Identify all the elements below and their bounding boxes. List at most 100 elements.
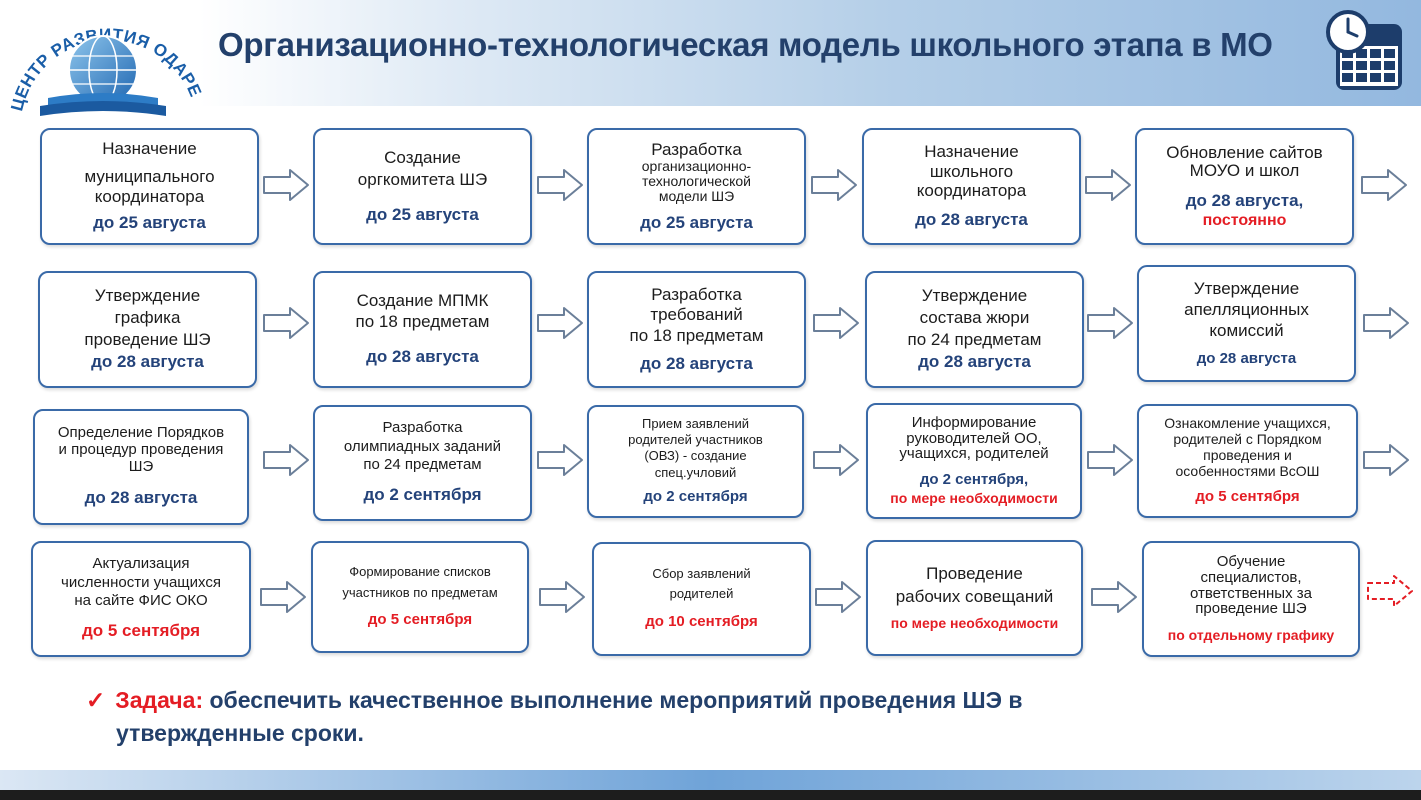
calendar-clock-icon <box>1326 10 1402 90</box>
card-text: родителей с Порядком <box>1173 431 1322 448</box>
arrow-right-icon <box>263 307 309 339</box>
card-text: школьного <box>929 161 1014 181</box>
arrow-right-icon <box>263 444 309 476</box>
card-r3-c5: Ознакомление учащихся, родителей с Поряд… <box>1137 404 1358 518</box>
arrow-right-icon <box>539 581 585 613</box>
card-text: организационно- <box>641 157 752 174</box>
task-line-1: ✓ Задача: обеспечить качественное выполне… <box>86 684 1206 717</box>
arrow-right-icon <box>260 581 306 613</box>
card-text: численности учащихся <box>61 573 221 591</box>
card-date: до 25 августа <box>640 212 753 232</box>
checkmark-icon: ✓ <box>86 687 106 713</box>
card-text: ответственных за <box>1190 584 1312 602</box>
card-r3-c2: Разработка олимпиадных заданий по 24 пре… <box>313 405 532 521</box>
card-text: родителей участников <box>628 432 763 448</box>
card-r2-c4: Утверждение состава жюри по 24 предметам… <box>865 271 1084 388</box>
card-date: до 28 августа <box>84 488 198 508</box>
card-date: до 5 сентября <box>1195 487 1300 505</box>
card-date: до 28 августа <box>640 354 753 374</box>
card-date: до 5 сентября <box>81 621 201 641</box>
task-text: обеспечить качественное выполнение мероп… <box>209 687 1023 713</box>
card-date: до 2 сентября <box>363 485 482 505</box>
card-text: по 18 предметам <box>355 312 490 332</box>
card-text: проведение ШЭ <box>1195 600 1307 618</box>
arrow-right-icon <box>811 169 857 201</box>
card-date: до 25 августа <box>366 204 479 224</box>
card-text: Разработка <box>651 284 742 304</box>
arrow-right-icon <box>813 444 859 476</box>
card-text: рабочих совещаний <box>895 586 1054 606</box>
card-text: Назначение <box>102 139 197 159</box>
card-note: постоянно <box>1202 211 1287 229</box>
card-text: Утверждение <box>921 286 1028 306</box>
card-text: по 18 предметам <box>629 325 764 345</box>
card-r2-c2: Создание МПМК по 18 предметам до 28 авгу… <box>313 271 532 388</box>
card-text: Создание <box>384 147 461 167</box>
arrow-right-icon <box>1087 307 1133 339</box>
arrow-right-icon <box>263 169 309 201</box>
task-text-2: утвержденные сроки. <box>116 720 364 746</box>
card-r2-c1: Утверждение графика проведение ШЭ до 28 … <box>38 271 257 388</box>
card-text: Утверждение <box>1193 278 1300 298</box>
card-r1-c1: Назначение муниципального координатора д… <box>40 128 259 245</box>
card-text: Определение Порядков <box>57 424 225 442</box>
arrow-right-icon <box>1085 169 1131 201</box>
card-r3-c1: Определение Порядков и процедур проведен… <box>33 409 249 525</box>
card-text: руководителей ОО, <box>906 429 1042 447</box>
card-date: до 10 сентября <box>645 612 758 630</box>
card-text: родителей <box>669 585 734 601</box>
card-text: Утверждение <box>94 286 201 306</box>
card-text: Ознакомление учащихся, <box>1164 415 1331 432</box>
task-statement: ✓ Задача: обеспечить качественное выполне… <box>86 684 1206 750</box>
card-text: Прием заявлений <box>642 415 749 431</box>
card-r4-c2: Формирование списков участников по предм… <box>311 541 529 653</box>
card-date: по мере необходимости <box>890 615 1059 632</box>
card-text: особенностями ВсОШ <box>1175 462 1320 479</box>
card-date: до 28 августа <box>915 210 1028 230</box>
card-text: проведение ШЭ <box>84 330 211 350</box>
card-text: координатора <box>916 180 1027 200</box>
card-text: требований <box>650 305 743 325</box>
arrow-right-icon <box>537 444 583 476</box>
card-date: по отдельному графику <box>1167 627 1335 644</box>
card-text: МОУО и школ <box>1189 161 1300 181</box>
arrow-right-icon <box>1091 581 1137 613</box>
card-text: комиссий <box>1209 320 1284 340</box>
card-text: Разработка <box>651 139 742 159</box>
logo: ЦЕНТР РАЗВИТИЯ ОДАРЕННОСТИ <box>0 0 205 116</box>
card-text: учащихся, родителей <box>899 445 1049 462</box>
card-text: графика <box>114 308 181 328</box>
card-text: Назначение <box>924 142 1019 162</box>
arrow-right-icon <box>1361 169 1407 201</box>
card-text: проведения и <box>1203 447 1292 463</box>
card-text: оргкомитета ШЭ <box>357 170 488 190</box>
card-text: муниципального <box>84 166 215 186</box>
card-text: апелляционных <box>1184 299 1309 319</box>
card-text: специалистов, <box>1200 568 1302 586</box>
card-text: ШЭ <box>128 458 154 476</box>
card-date: до 25 августа <box>93 213 206 233</box>
card-text: координатора <box>94 187 205 207</box>
card-text: Формирование списков <box>349 564 491 580</box>
arrow-right-icon <box>537 307 583 339</box>
card-text: Обновление сайтов <box>1166 143 1323 163</box>
card-text: участников по предметам <box>342 584 498 600</box>
card-text: модели ШЭ <box>658 188 735 205</box>
card-r1-c5: Обновление сайтов МОУО и школ до 28 авгу… <box>1135 128 1354 245</box>
card-date: до 28 августа, <box>1185 191 1304 211</box>
card-r4-c5: Обучение специалистов, ответственных за … <box>1142 541 1360 657</box>
card-r1-c3: Разработка организационно- технологическ… <box>587 128 806 245</box>
card-r2-c3: Разработка требований по 18 предметам до… <box>587 271 806 388</box>
card-r2-c5: Утверждение апелляционных комиссий до 28… <box>1137 265 1356 382</box>
arrow-right-icon <box>1087 444 1133 476</box>
arrow-right-icon <box>815 581 861 613</box>
card-text: и процедур проведения <box>58 441 224 459</box>
page-title: Организационно-технологическая модель шк… <box>218 26 1273 63</box>
arrow-right-icon <box>1363 444 1409 476</box>
card-date: до 5 сентября <box>367 610 473 628</box>
task-label: Задача: <box>115 687 204 713</box>
card-r1-c2: Создание оргкомитета ШЭ до 25 августа <box>313 128 532 245</box>
card-date: до 2 сентября, <box>919 471 1029 489</box>
card-text: Сбор заявлений <box>652 566 751 582</box>
card-r4-c1: Актуализация численности учащихся на сай… <box>31 541 251 657</box>
